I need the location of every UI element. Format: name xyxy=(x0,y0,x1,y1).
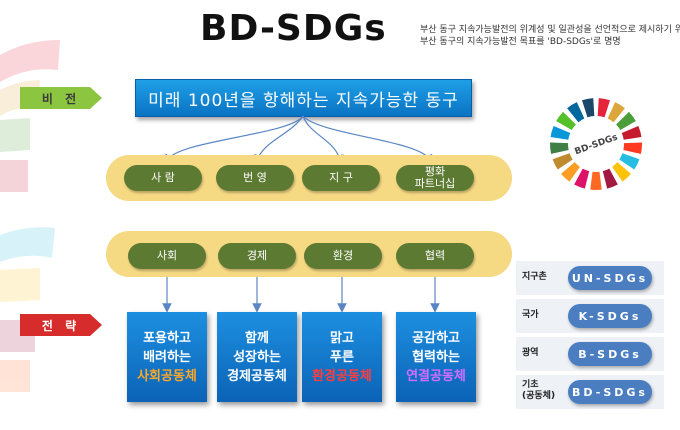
connector-arrow xyxy=(302,115,433,165)
strategy-box-economy: 함께 성장하는 경제공동체 xyxy=(217,312,297,402)
level-label-global: 지구촌 xyxy=(522,272,547,282)
goal-pill-people: 사 람 xyxy=(124,165,202,191)
description-line: 부산 동구 지속가능발전의 위계성 및 일관성을 선언적으로 제시하기 위하여 xyxy=(420,25,680,35)
strategy-tag-label: 전 략 xyxy=(41,318,81,333)
wheel-segment xyxy=(612,162,631,182)
domain-pill-economy: 경제 xyxy=(218,243,296,269)
strategy-line: 함께 xyxy=(245,330,269,346)
strategy-line: 공감하고 xyxy=(412,330,460,346)
strategy-line: 푸른 xyxy=(330,349,354,365)
wheel-segment xyxy=(574,168,590,189)
title-description: 부산 동구 지속가능발전의 위계성 및 일관성을 선언적으로 제시하기 위하여 … xyxy=(420,24,680,48)
strategy-line: 맑고 xyxy=(330,330,354,346)
strategy-emphasis: 환경공동체 xyxy=(312,368,372,384)
vision-text: 미래 100년을 항해하는 지속가능한 동구 xyxy=(148,90,459,111)
vision-box: 미래 100년을 항해하는 지속가능한 동구 xyxy=(135,79,472,117)
goal-pill-planet: 지 구 xyxy=(302,165,380,191)
level-box-b-sdgs: B-SDGs xyxy=(568,342,652,366)
wheel-segment xyxy=(561,162,580,182)
strategy-line: 성장하는 xyxy=(233,349,281,365)
wheel-segment xyxy=(590,171,602,190)
strategy-line: 협력하는 xyxy=(412,349,460,365)
strategy-box-environment: 맑고 푸른 환경공동체 xyxy=(302,312,382,402)
wheel-segment xyxy=(549,142,569,154)
strategy-line: 배려하는 xyxy=(143,349,191,365)
wheel-segment xyxy=(567,102,585,123)
wheel-segment xyxy=(616,111,636,131)
strategy-tag: 전 략 xyxy=(20,314,102,336)
vision-tag: 비 전 xyxy=(20,87,102,109)
wheel-segment xyxy=(552,153,573,170)
level-box-bd-sdgs: BD-SDGs xyxy=(568,380,652,404)
wheel-segment xyxy=(619,153,640,170)
level-box-k-sdgs: K-SDGs xyxy=(568,304,652,328)
connector-arrow xyxy=(302,115,344,165)
level-label-local: 기초 (공동체) xyxy=(522,380,556,401)
domain-pill-cooperation: 협력 xyxy=(396,243,474,269)
page-title: BD-SDGs xyxy=(200,8,387,49)
wheel-segment xyxy=(621,126,642,140)
level-label-national: 국가 xyxy=(522,310,539,320)
wheel-segment xyxy=(556,111,576,131)
level-box-un-sdgs: UN-SDGs xyxy=(568,266,652,290)
wheel-segment xyxy=(607,102,625,123)
strategy-box-cooperation: 공감하고 협력하는 연결공동체 xyxy=(396,312,476,402)
vision-tag-arrow xyxy=(20,87,102,109)
connector-arrow xyxy=(164,115,304,165)
domain-pill-society: 사회 xyxy=(128,243,206,269)
wheel-segment xyxy=(623,142,643,154)
wheel-label: BD-SDGs xyxy=(574,133,620,158)
level-label-metropolitan: 광역 xyxy=(522,348,539,358)
strategy-box-society: 포용하고 배려하는 사회공동체 xyxy=(127,312,207,402)
strategy-tag-arrow xyxy=(20,314,102,336)
wheel-segment xyxy=(602,168,618,189)
strategy-line: 포용하고 xyxy=(143,330,191,346)
goal-pill-prosperity: 번 영 xyxy=(216,165,294,191)
strategy-emphasis: 사회공동체 xyxy=(137,368,197,384)
vision-tag-label: 비 전 xyxy=(41,91,81,106)
wheel-segment xyxy=(550,126,571,140)
bd-sdgs-wheel-logo: BD-SDGs xyxy=(549,98,643,190)
goal-pill-peace-partnership: 평화 파트너십 xyxy=(396,165,474,191)
domain-pill-environment: 환경 xyxy=(304,243,382,269)
connector-arrow xyxy=(254,115,304,165)
wheel-segment xyxy=(597,98,611,118)
description-line: 부산 동구의 지속가능발전 목표를 'BD-SDGs'로 명명 xyxy=(420,37,621,47)
strategy-emphasis: 연결공동체 xyxy=(406,368,466,384)
strategy-emphasis: 경제공동체 xyxy=(227,368,287,384)
wheel-segment xyxy=(581,98,595,118)
